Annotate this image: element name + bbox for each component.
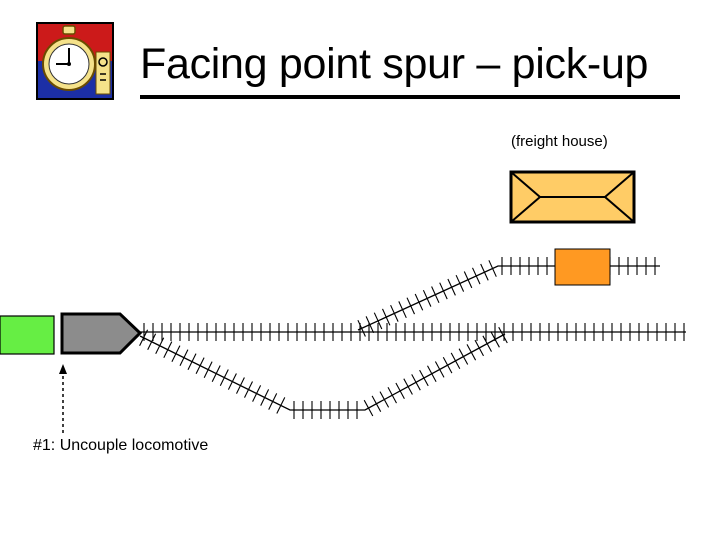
track-tie (472, 267, 481, 285)
track-tie (195, 357, 205, 374)
track-tie (260, 389, 270, 406)
freight-house-label: (freight house) (511, 133, 608, 150)
track-rails (139, 265, 686, 411)
track-tie (371, 395, 382, 412)
track-tie (147, 333, 157, 351)
track-tie (398, 301, 407, 319)
pointer-arrow (59, 364, 67, 433)
track-tie (442, 356, 453, 374)
track-tie (244, 381, 253, 398)
track-tie (187, 353, 197, 370)
track-tie (236, 377, 245, 394)
track-tie (439, 282, 448, 300)
track-tie (455, 274, 465, 292)
green-car (0, 315, 55, 355)
locomotive (60, 312, 143, 355)
track-tie (268, 393, 278, 410)
track-tie (447, 278, 456, 296)
track-tie (155, 337, 165, 355)
track-tie (211, 365, 221, 382)
track-tie (490, 331, 500, 348)
track-tie (373, 312, 383, 330)
track-tie (357, 319, 366, 337)
track-tie (488, 260, 497, 277)
track-tie (139, 329, 149, 347)
track-tie (411, 374, 421, 391)
stopwatch-icon (36, 22, 114, 100)
track-tie (252, 385, 262, 402)
track-tie (427, 365, 437, 382)
track-tie (419, 369, 429, 387)
track-tie (379, 391, 390, 408)
track-tie (480, 263, 489, 281)
title-underline (140, 95, 680, 99)
track-tie (387, 387, 397, 404)
page-title: Facing point spur – pick-up (140, 40, 649, 88)
track-tie (381, 308, 391, 326)
track-tie (203, 361, 213, 378)
track-ties (139, 257, 685, 419)
track-tie (276, 397, 286, 414)
track-tie (431, 286, 440, 304)
track-tie (463, 271, 473, 289)
track-tie (498, 326, 508, 344)
track-tie (395, 382, 405, 400)
track-tie (414, 293, 424, 311)
track-tie (403, 378, 413, 395)
track-tie (363, 399, 374, 417)
track-tie (406, 297, 416, 315)
track-tie (434, 361, 445, 378)
track-tie (365, 316, 375, 334)
track-tie (422, 289, 432, 307)
step-label: #1: Uncouple locomotive (33, 437, 209, 454)
track-tie (474, 339, 484, 357)
track-tie (171, 345, 181, 363)
freight-house (509, 170, 636, 224)
boxcar (554, 248, 611, 286)
track-tie (390, 304, 399, 322)
track-tie (466, 344, 477, 361)
track-tie (219, 369, 229, 386)
track-tie (179, 349, 189, 367)
track-tie (163, 341, 173, 359)
track-tie (227, 373, 237, 390)
track-tie (482, 335, 492, 352)
track-tie (450, 352, 461, 370)
track-tie (458, 348, 469, 365)
